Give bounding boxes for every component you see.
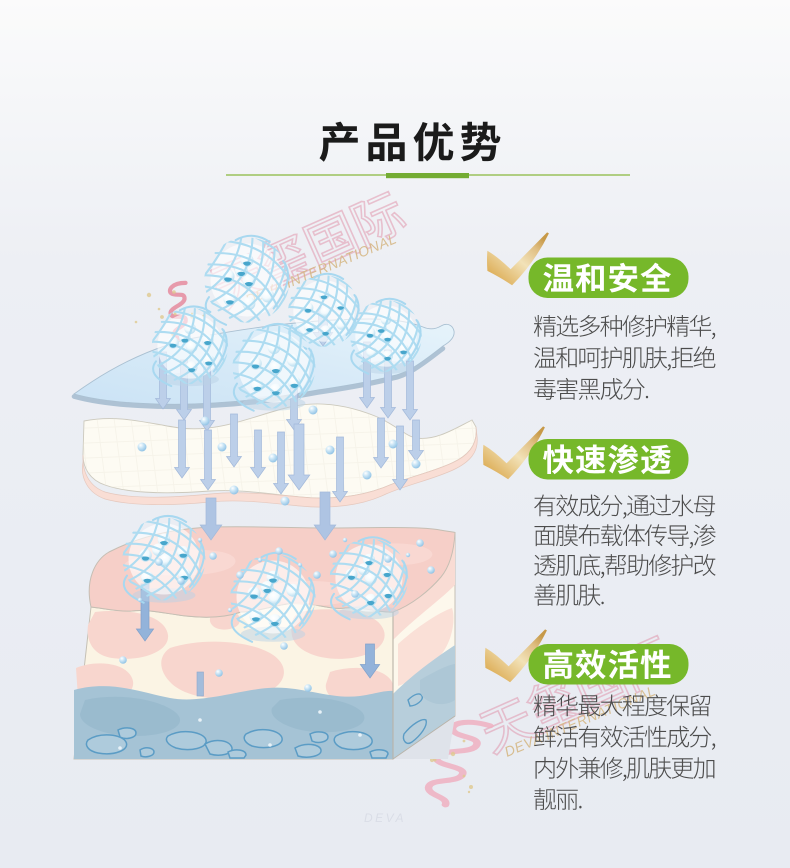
svg-text:DEVA: DEVA xyxy=(364,811,406,825)
